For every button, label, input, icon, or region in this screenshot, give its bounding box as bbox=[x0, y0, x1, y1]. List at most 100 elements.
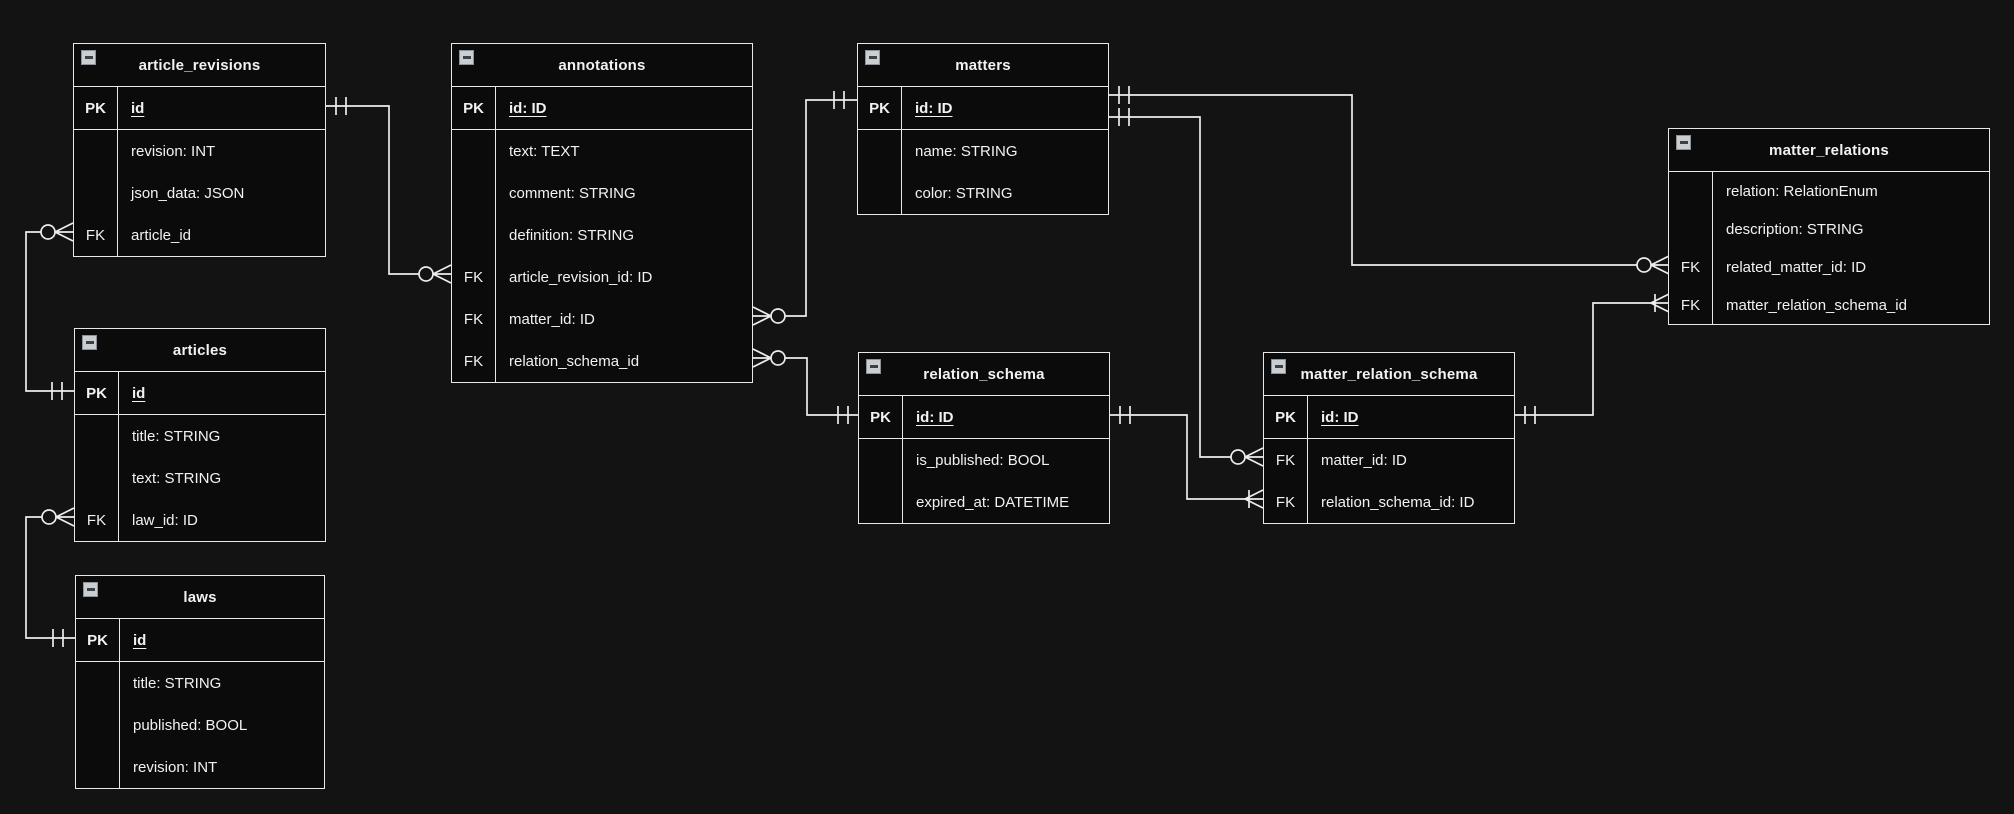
column-name: relation: RelationEnum bbox=[1726, 182, 1878, 200]
pk-label: PK bbox=[74, 87, 118, 129]
table-row: is_published: BOOL bbox=[859, 439, 1109, 481]
rel-laws-articles[interactable] bbox=[25, 507, 75, 647]
table-row: expired_at: DATETIME bbox=[859, 481, 1109, 523]
table-row: FK matter_relation_schema_id bbox=[1669, 286, 1989, 324]
table-row: FK related_matter_id: ID bbox=[1669, 248, 1989, 286]
fk-label: FK bbox=[1264, 439, 1308, 481]
table-title: matter_relations bbox=[1769, 141, 1889, 159]
key-label bbox=[452, 130, 496, 172]
collapse-icon[interactable] bbox=[81, 50, 96, 65]
table-row: PK id bbox=[76, 619, 324, 662]
column-name: revision: INT bbox=[131, 142, 216, 160]
table-row: name: STRING bbox=[858, 130, 1108, 172]
column-name: is_published: BOOL bbox=[916, 451, 1050, 469]
pk-label: PK bbox=[858, 87, 902, 129]
table-title: matters bbox=[955, 56, 1011, 74]
fk-label: FK bbox=[1669, 286, 1713, 324]
minus-glyph bbox=[84, 56, 93, 59]
table-row: FK relation_schema_id bbox=[452, 340, 752, 382]
minus-glyph bbox=[869, 365, 878, 368]
collapse-icon[interactable] bbox=[83, 582, 98, 597]
table-header: laws bbox=[76, 576, 324, 619]
pk-label: PK bbox=[859, 396, 903, 438]
key-label bbox=[452, 172, 496, 214]
rel-matter_relation_schema-matter_relations[interactable] bbox=[1515, 293, 1670, 424]
collapse-icon[interactable] bbox=[866, 359, 881, 374]
table-row: title: STRING bbox=[76, 662, 324, 704]
column-name: id bbox=[133, 631, 147, 649]
key-label bbox=[859, 439, 903, 481]
table-row: PK id bbox=[74, 87, 325, 130]
rel-matters-matter_relations[interactable] bbox=[1109, 86, 1670, 275]
column-name: id: ID bbox=[916, 408, 954, 426]
table-header: article_revisions bbox=[74, 44, 325, 87]
minus-glyph bbox=[868, 56, 877, 59]
table-row: relation: RelationEnum bbox=[1669, 172, 1989, 210]
entity-matter_relation_schema[interactable]: matter_relation_schema PK id: ID FK matt… bbox=[1263, 352, 1515, 524]
column-name: id bbox=[131, 99, 145, 117]
table-header: annotations bbox=[452, 44, 752, 87]
pk-label: PK bbox=[1264, 396, 1308, 438]
column-name: text: TEXT bbox=[509, 142, 580, 160]
collapse-icon[interactable] bbox=[82, 335, 97, 350]
table-row: published: BOOL bbox=[76, 704, 324, 746]
minus-glyph bbox=[1679, 141, 1688, 144]
entity-matters[interactable]: matters PK id: ID name: STRING color: ST… bbox=[857, 43, 1109, 215]
key-label bbox=[75, 457, 119, 499]
column-name: relation_schema_id: ID bbox=[1321, 493, 1475, 511]
table-row: FK relation_schema_id: ID bbox=[1264, 481, 1514, 523]
table-title: article_revisions bbox=[138, 56, 261, 74]
entity-matter_relations[interactable]: matter_relations relation: RelationEnum … bbox=[1668, 128, 1990, 325]
key-label bbox=[76, 704, 120, 746]
rel-article_revisions-annotations[interactable] bbox=[326, 97, 452, 284]
collapse-icon[interactable] bbox=[459, 50, 474, 65]
rel-matters-annotations[interactable] bbox=[752, 91, 857, 326]
table-header: relation_schema bbox=[859, 353, 1109, 396]
rel-relation_schema-annotations[interactable] bbox=[752, 348, 858, 424]
minus-glyph bbox=[462, 56, 471, 59]
entity-relation_schema[interactable]: relation_schema PK id: ID is_published: … bbox=[858, 352, 1110, 524]
rel-relation_schema-matter_relation_schema[interactable] bbox=[1110, 406, 1264, 509]
column-name: name: STRING bbox=[915, 142, 1018, 160]
column-name: matter_relation_schema_id bbox=[1726, 296, 1907, 314]
fk-label: FK bbox=[452, 298, 496, 340]
table-row: definition: STRING bbox=[452, 214, 752, 256]
collapse-icon[interactable] bbox=[865, 50, 880, 65]
fk-label: FK bbox=[452, 340, 496, 382]
rel-articles-article_revisions[interactable] bbox=[25, 222, 74, 400]
minus-glyph bbox=[86, 588, 95, 591]
table-title: laws bbox=[183, 588, 217, 606]
collapse-icon[interactable] bbox=[1676, 135, 1691, 150]
table-row: FK article_id bbox=[74, 214, 325, 256]
table-header: articles bbox=[75, 329, 325, 372]
key-label bbox=[76, 746, 120, 788]
column-name: relation_schema_id bbox=[509, 352, 640, 370]
entity-annotations[interactable]: annotations PK id: ID text: TEXT comment… bbox=[451, 43, 753, 383]
column-name: id: ID bbox=[1321, 408, 1359, 426]
table-row: comment: STRING bbox=[452, 172, 752, 214]
table-row: description: STRING bbox=[1669, 210, 1989, 248]
column-name: json_data: JSON bbox=[131, 184, 245, 202]
table-row: revision: INT bbox=[76, 746, 324, 788]
pk-label: PK bbox=[76, 619, 120, 661]
pk-label: PK bbox=[75, 372, 119, 414]
key-label bbox=[74, 130, 118, 172]
column-name: matter_id: ID bbox=[1321, 451, 1407, 469]
entity-articles[interactable]: articles PK id title: STRING text: STRIN… bbox=[74, 328, 326, 542]
key-label bbox=[1669, 172, 1713, 210]
column-name: matter_id: ID bbox=[509, 310, 595, 328]
table-header: matter_relations bbox=[1669, 129, 1989, 172]
table-header: matter_relation_schema bbox=[1264, 353, 1514, 396]
column-name: id: ID bbox=[915, 99, 953, 117]
column-name: id bbox=[132, 384, 146, 402]
table-title: relation_schema bbox=[923, 365, 1045, 383]
table-row: text: STRING bbox=[75, 457, 325, 499]
entity-article_revisions[interactable]: article_revisions PK id revision: INT js… bbox=[73, 43, 326, 257]
minus-glyph bbox=[1274, 365, 1283, 368]
entity-laws[interactable]: laws PK id title: STRING published: BOOL… bbox=[75, 575, 325, 789]
rel-matters-matter_relation_schema[interactable] bbox=[1109, 108, 1264, 467]
table-row: json_data: JSON bbox=[74, 172, 325, 214]
key-label bbox=[75, 415, 119, 457]
collapse-icon[interactable] bbox=[1271, 359, 1286, 374]
